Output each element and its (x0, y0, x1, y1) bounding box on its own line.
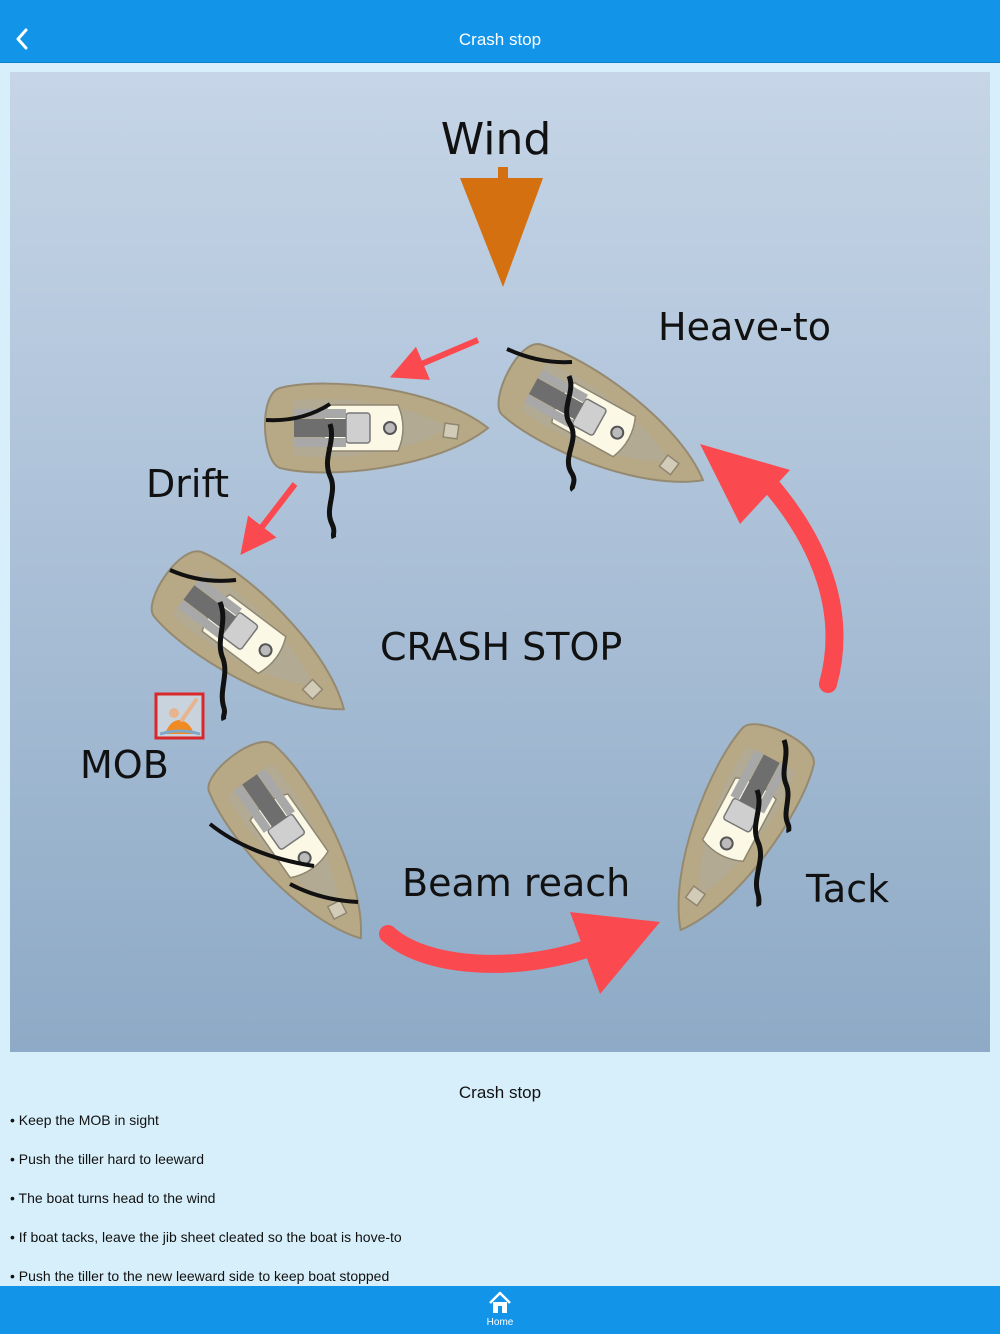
home-icon (489, 1291, 511, 1313)
back-button[interactable] (0, 16, 44, 62)
wind-label: Wind (441, 114, 552, 165)
wind-arrow (460, 167, 543, 287)
tack-arrow (759, 473, 844, 693)
drift-label: Drift (146, 462, 229, 506)
boat-tack (640, 711, 826, 952)
tack-label: Tack (805, 867, 889, 911)
beam-reach-label: Beam reach (402, 861, 630, 905)
heave-to-label: Heave-to (658, 305, 831, 349)
chevron-left-icon (16, 28, 28, 50)
crash-stop-diagram: Wind Heave-to Drift CRASH STOP MOB Beam … (10, 72, 990, 1052)
sail-crash-stop (169, 568, 237, 583)
sail-beam-reach (208, 822, 315, 868)
drift-arrow-top (389, 337, 480, 380)
tack-arrow-head (700, 444, 790, 524)
beam-reach-arrow (379, 925, 609, 973)
list-item: • The boat turns head to the wind (10, 1190, 216, 1206)
navigation-bar: Crash stop (0, 0, 1000, 63)
sheet-drift (324, 423, 337, 540)
beam-reach-arrow-head (570, 912, 660, 994)
list-item: • If boat tacks, leave the jib sheet cle… (10, 1229, 402, 1245)
tab-home[interactable]: Home (470, 1290, 530, 1332)
tab-bar: Home (0, 1286, 1000, 1334)
crash-stop-label: CRASH STOP (380, 625, 622, 669)
sheet-heave-to (564, 375, 577, 492)
list-item: • Push the tiller hard to leeward (10, 1151, 205, 1167)
boat-beam-reach (195, 729, 399, 965)
sheet-tack-main (752, 789, 764, 908)
mob-label: MOB (80, 743, 169, 787)
content-title: Crash stop (458, 1083, 542, 1102)
sheet-tack-jib (781, 739, 792, 834)
sail-drift (265, 402, 332, 423)
list-item: • Keep the MOB in sight (10, 1112, 159, 1128)
boat-drift (263, 382, 489, 474)
page-title: Crash stop (458, 30, 542, 49)
tab-home-label: Home (486, 1317, 514, 1328)
list-item: • Push the tiller to the new leeward sid… (10, 1268, 390, 1284)
boat-heave-to (485, 332, 726, 521)
sheet-crash-stop (217, 601, 228, 722)
drift-arrow-side (240, 482, 298, 556)
sail-beam-reach-jib (289, 882, 359, 904)
man-overboard-marker (154, 692, 205, 740)
sail-heave-to (506, 347, 573, 365)
